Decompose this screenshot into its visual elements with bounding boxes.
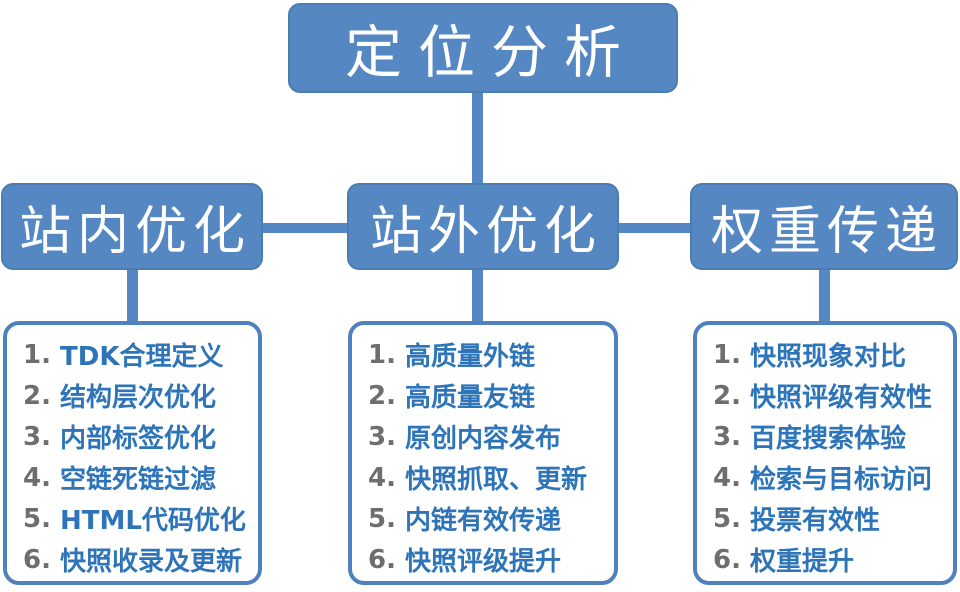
list-item: 4. 检索与目标访问 [713, 457, 949, 498]
connector-root-to-offsite [472, 92, 483, 185]
root-node-positioning-analysis: 定位分析 [288, 3, 678, 93]
item-list: 1. 高质量外链 2. 高质量友链 3. 原创内容发布 4. 快照抓取、更新 5… [368, 334, 610, 580]
item-text: 原创内容发布 [405, 424, 562, 454]
connector-onsite-to-list [127, 269, 138, 322]
item-text: TDK合理定义 [60, 342, 224, 372]
item-list: 1. 快照现象对比 2. 快照评级有效性 3. 百度搜索体验 4. 检索与目标访… [713, 334, 949, 580]
item-text: 结构层次优化 [60, 383, 217, 413]
item-text: 内部标签优化 [60, 424, 217, 454]
item-text: 快照收录及更新 [60, 547, 243, 577]
item-number: 5. [713, 503, 741, 534]
item-number: 4. [713, 462, 741, 493]
item-number: 4. [23, 462, 51, 493]
branch-node-offsite-optimization: 站外优化 [347, 183, 619, 270]
item-text: 快照评级提升 [405, 547, 562, 577]
item-text: 高质量外链 [405, 342, 536, 372]
item-number: 2. [23, 380, 51, 411]
item-text: 空链死链过滤 [60, 465, 217, 495]
item-text: 内链有效传递 [405, 506, 562, 536]
item-text: 快照评级有效性 [750, 383, 933, 413]
list-item: 6. 快照收录及更新 [23, 539, 254, 580]
branch-node-weight-transfer: 权重传递 [690, 183, 958, 270]
item-list: 1. TDK合理定义 2. 结构层次优化 3. 内部标签优化 4. 空链死链过滤… [23, 334, 254, 580]
list-item: 6. 快照评级提升 [368, 539, 610, 580]
item-number: 2. [713, 380, 741, 411]
item-number: 2. [368, 380, 396, 411]
branch-node-onsite-optimization: 站内优化 [1, 183, 263, 270]
item-number: 3. [368, 421, 396, 452]
branch-node-label: 站内优化 [18, 202, 251, 262]
connector-offsite-to-weight [617, 223, 692, 233]
list-item: 1. 高质量外链 [368, 334, 610, 375]
list-card-onsite-optimization: 1. TDK合理定义 2. 结构层次优化 3. 内部标签优化 4. 空链死链过滤… [3, 321, 262, 585]
list-item: 5. 内链有效传递 [368, 498, 610, 539]
list-item: 1. 快照现象对比 [713, 334, 949, 375]
list-card-weight-transfer: 1. 快照现象对比 2. 快照评级有效性 3. 百度搜索体验 4. 检索与目标访… [693, 321, 957, 585]
branch-node-label: 站外优化 [369, 202, 602, 262]
item-text: 高质量友链 [405, 383, 536, 413]
item-number: 4. [368, 462, 396, 493]
list-item: 3. 原创内容发布 [368, 416, 610, 457]
list-item: 5. HTML代码优化 [23, 498, 254, 539]
list-item: 6. 权重提升 [713, 539, 949, 580]
item-number: 3. [713, 421, 741, 452]
list-item: 1. TDK合理定义 [23, 334, 254, 375]
list-item: 2. 高质量友链 [368, 375, 610, 416]
list-item: 2. 结构层次优化 [23, 375, 254, 416]
list-item: 3. 内部标签优化 [23, 416, 254, 457]
branch-node-label: 权重传递 [710, 202, 943, 262]
item-number: 1. [368, 339, 396, 370]
list-item: 4. 快照抓取、更新 [368, 457, 610, 498]
item-number: 6. [368, 544, 396, 575]
item-number: 5. [23, 503, 51, 534]
item-number: 3. [23, 421, 51, 452]
list-item: 3. 百度搜索体验 [713, 416, 949, 457]
list-item: 5. 投票有效性 [713, 498, 949, 539]
root-node-label: 定位分析 [345, 20, 637, 86]
connector-offsite-to-list [472, 269, 483, 322]
item-text: 快照现象对比 [750, 342, 907, 372]
item-text: 百度搜索体验 [750, 424, 907, 454]
connector-weight-to-list [819, 269, 830, 322]
list-card-offsite-optimization: 1. 高质量外链 2. 高质量友链 3. 原创内容发布 4. 快照抓取、更新 5… [348, 321, 618, 585]
item-text: HTML代码优化 [60, 506, 246, 536]
item-number: 1. [713, 339, 741, 370]
list-item: 4. 空链死链过滤 [23, 457, 254, 498]
item-text: 权重提升 [750, 547, 855, 577]
item-text: 快照抓取、更新 [405, 465, 588, 495]
item-text: 检索与目标访问 [750, 465, 933, 495]
item-text: 投票有效性 [750, 506, 881, 536]
connector-onsite-to-offsite [261, 223, 349, 233]
item-number: 1. [23, 339, 51, 370]
item-number: 6. [23, 544, 51, 575]
item-number: 5. [368, 503, 396, 534]
item-number: 6. [713, 544, 741, 575]
list-item: 2. 快照评级有效性 [713, 375, 949, 416]
